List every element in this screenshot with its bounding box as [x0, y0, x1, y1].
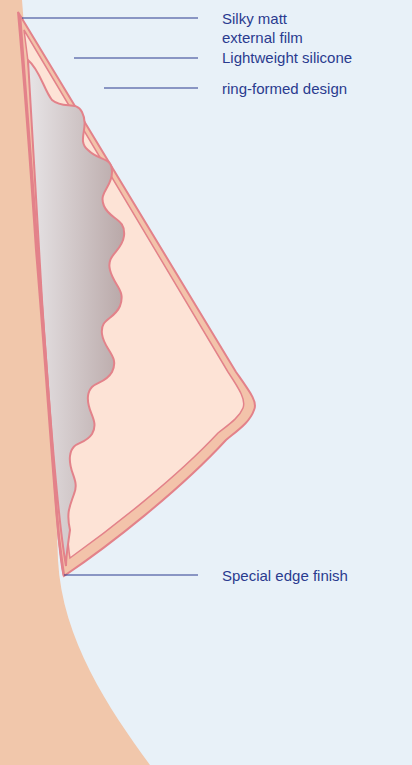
leader-lines: [22, 18, 198, 575]
part-label: ring-formed design: [222, 79, 347, 98]
leader-line: [64, 575, 198, 576]
edge-finish: [20, 16, 64, 576]
part-label: Special edge finish: [222, 566, 348, 585]
part-label: Lightweight silicone: [222, 48, 352, 67]
leader-line: [74, 58, 198, 59]
part-label: Silky matt external film: [222, 9, 342, 47]
leader-line: [22, 18, 198, 19]
external-film: [18, 12, 255, 576]
leader-line: [104, 88, 198, 89]
